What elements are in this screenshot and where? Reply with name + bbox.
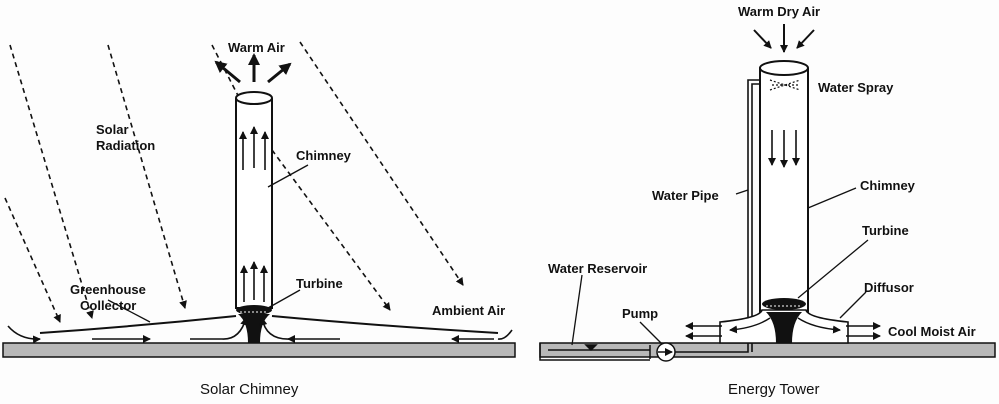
caption-energy-tower: Energy Tower <box>728 381 820 398</box>
label-cool-moist-air: Cool Moist Air <box>888 324 976 339</box>
caption-solar-chimney: Solar Chimney <box>200 381 299 398</box>
ground-left <box>2 342 516 358</box>
solar-turbine <box>236 305 272 315</box>
cool-moist-air-arrows <box>685 322 881 340</box>
label-solar-radiation-line2: Radiation <box>96 138 156 153</box>
label-chimney-right: Chimney <box>860 178 915 193</box>
warm-air-arrows <box>214 53 292 84</box>
label-greenhouse-line2: Collector <box>80 298 137 313</box>
energy-tower-diagram <box>539 24 996 362</box>
solar-chimney-diagram <box>2 41 516 358</box>
diffusor-flow-arrows <box>729 317 841 334</box>
collector-airflow-arrows <box>7 317 513 344</box>
tower-chimney-tube <box>759 60 809 313</box>
pump <box>649 342 676 362</box>
chimney-updraft-arrows <box>239 126 269 302</box>
water-pipe <box>675 79 768 353</box>
label-pump: Pump <box>622 306 659 321</box>
label-water-pipe: Water Pipe <box>652 188 719 203</box>
label-chimney-left: Chimney <box>296 148 351 163</box>
label-water-spray: Water Spray <box>818 80 894 95</box>
tower-downdraft-arrows <box>768 130 800 168</box>
water-spray <box>769 79 801 91</box>
label-diffusor: Diffusor <box>864 280 914 295</box>
label-ambient-air: Ambient Air <box>432 303 506 318</box>
solar-leader-lines <box>107 164 309 323</box>
label-turbine-right: Turbine <box>862 223 909 238</box>
water-reservoir <box>539 343 650 361</box>
label-turbine-left: Turbine <box>296 276 343 291</box>
warm-dry-air-arrows <box>753 24 815 53</box>
label-solar-radiation-line1: Solar <box>96 122 129 137</box>
label-warm-dry-air: Warm Dry Air <box>738 4 821 19</box>
greenhouse-collector <box>39 315 499 334</box>
solar-chimney-tube <box>235 91 273 309</box>
tower-base <box>766 312 802 343</box>
label-water-reservoir: Water Reservoir <box>548 261 648 276</box>
label-warm-air: Warm Air <box>228 40 285 55</box>
label-greenhouse-line1: Greenhouse <box>70 282 146 297</box>
solar-radiation-rays <box>4 41 464 323</box>
tower-leader-lines <box>571 187 869 346</box>
tower-turbine <box>762 298 806 310</box>
